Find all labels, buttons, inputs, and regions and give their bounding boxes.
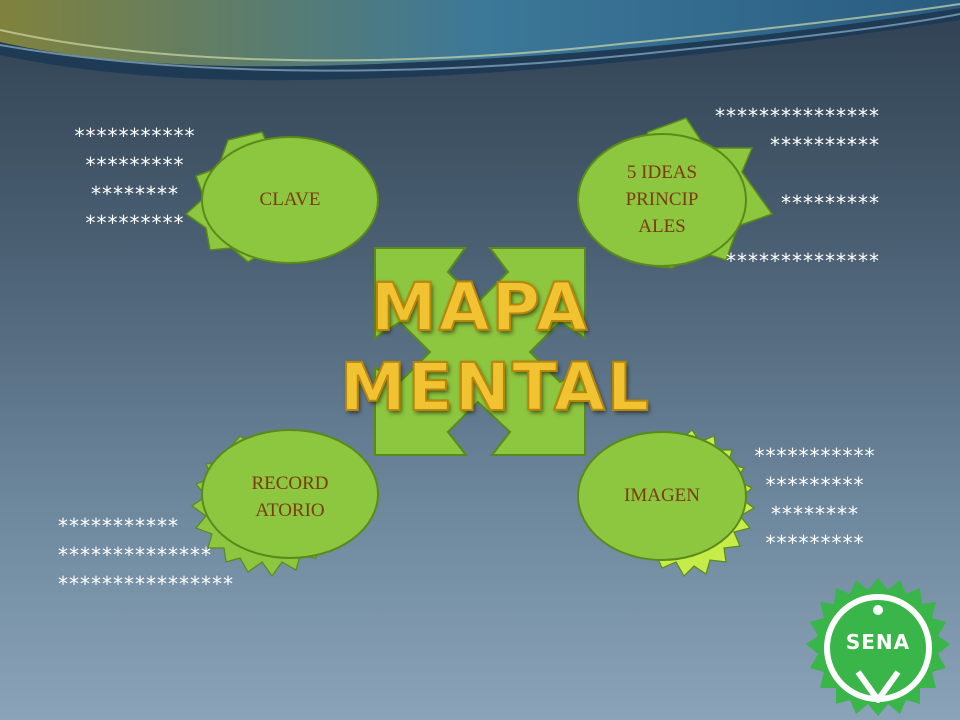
stars-top-left-line-4: ********* bbox=[85, 211, 185, 235]
imagen-label: IMAGEN bbox=[592, 482, 732, 509]
stars-bottom-left-line-1: *********** bbox=[58, 514, 179, 538]
clave-label-text: CLAVE bbox=[259, 189, 321, 210]
ideas-label: 5 IDEAS PRINCIP ALES bbox=[592, 159, 732, 240]
stars-bottom-left-line-3: **************** bbox=[58, 572, 234, 596]
ideas-label-line-2: PRINCIP bbox=[625, 189, 699, 210]
stars-bottom-left-line-2: ************** bbox=[58, 543, 212, 567]
stars-top-right-line-1: *************** bbox=[715, 104, 880, 128]
stars-bottom-left: *********** ************** *************… bbox=[58, 512, 258, 599]
recordatorio-label-line-2: ATORIO bbox=[255, 500, 325, 521]
stars-bottom-right: *********** ********* ******** ********* bbox=[740, 442, 890, 558]
stars-top-right-line-3 bbox=[690, 160, 880, 189]
stars-bottom-right-line-1: *********** bbox=[754, 444, 876, 468]
top-swoosh-highlight bbox=[0, 0, 960, 67]
recordatorio-label: RECORD ATORIO bbox=[222, 470, 358, 524]
imagen-label-text: IMAGEN bbox=[624, 485, 700, 506]
sena-logo bbox=[806, 578, 950, 716]
stars-top-right-line-2: ********** bbox=[770, 133, 880, 157]
stars-bottom-right-line-3: ******** bbox=[771, 502, 859, 526]
ideas-node bbox=[577, 133, 747, 267]
stars-top-left: *********** ********* ******** ********* bbox=[40, 122, 230, 238]
central-cross-shape bbox=[374, 247, 586, 456]
recordatorio-node bbox=[201, 429, 379, 559]
diagram-title: MAPA MENTAL bbox=[339, 268, 652, 428]
ideas-label-line-3: ALES bbox=[638, 216, 686, 237]
clave-node bbox=[201, 136, 379, 264]
ideas-label-line-1: 5 IDEAS bbox=[626, 162, 698, 183]
stars-bottom-right-line-4: ********* bbox=[765, 531, 865, 555]
stars-top-right-line-6: ************** bbox=[726, 249, 880, 273]
stars-top-right-line-4: ********* bbox=[781, 191, 880, 215]
sena-logo-text: SENA bbox=[845, 630, 911, 654]
title-line-2: MENTAL bbox=[339, 348, 652, 427]
stars-top-left-line-3: ******** bbox=[91, 182, 179, 206]
stars-top-left-line-2: ********* bbox=[85, 153, 185, 177]
imagen-node bbox=[577, 431, 747, 561]
stars-top-right-line-5 bbox=[690, 218, 880, 247]
stars-top-right: *************** ********** ********* ***… bbox=[690, 102, 880, 276]
title-line-1: MAPA bbox=[370, 268, 590, 347]
clave-label: CLAVE bbox=[222, 186, 358, 213]
stars-bottom-right-line-2: ********* bbox=[765, 473, 865, 497]
stars-top-left-line-1: *********** bbox=[74, 124, 196, 148]
recordatorio-label-line-1: RECORD bbox=[251, 473, 329, 494]
